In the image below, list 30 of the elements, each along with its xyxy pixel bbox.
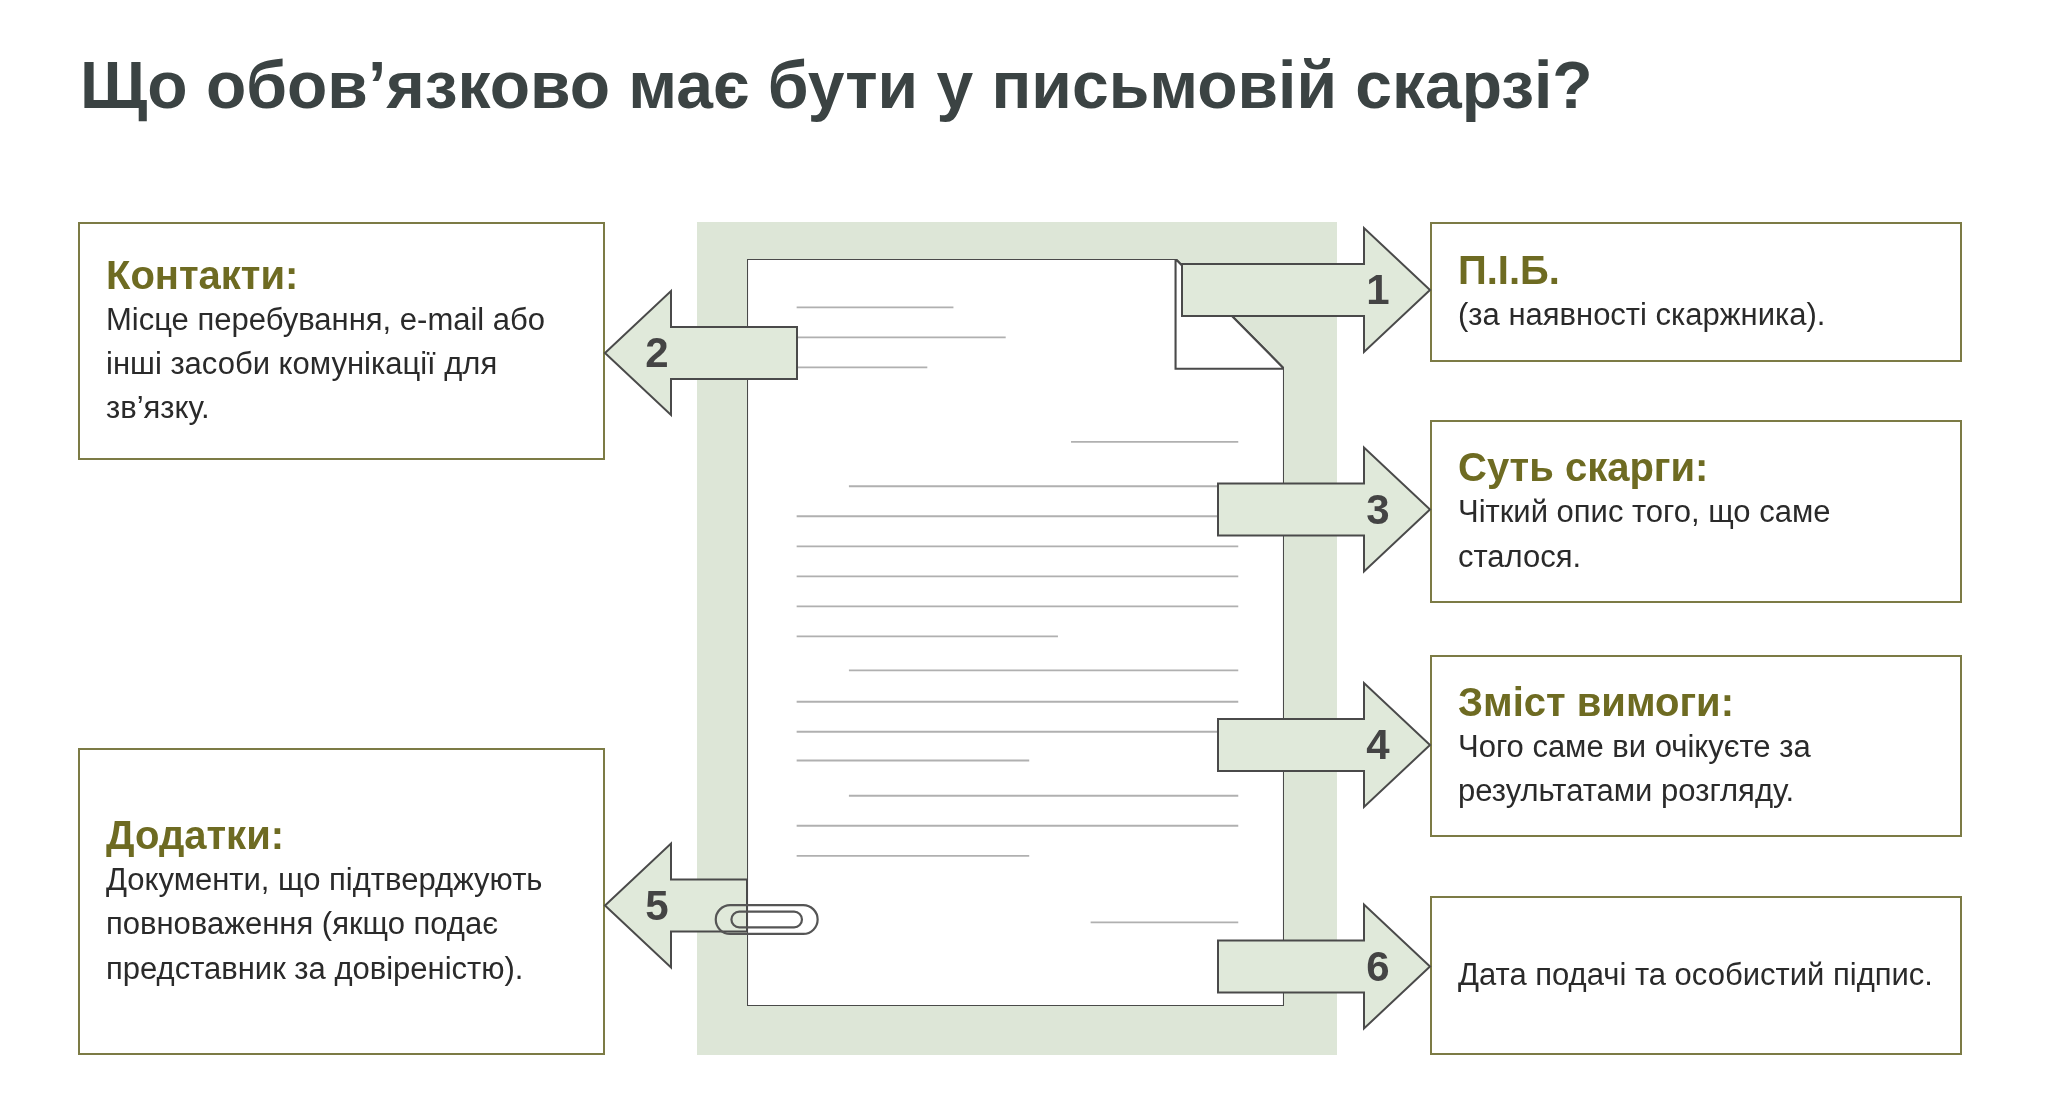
text-box: [1430, 655, 1962, 837]
step-number: 4: [1366, 724, 1390, 766]
box-heading: Зміст вимоги:: [1458, 679, 1735, 725]
box-heading: Контакти:: [106, 251, 300, 298]
document-drawing: [747, 259, 1284, 1006]
box-heading: П.І.Б.: [1458, 247, 1561, 293]
box-text: Чіткий опис того, що саме сталося.: [1458, 493, 1832, 576]
step-number: 1: [1366, 269, 1390, 311]
box-text: Місце перебування, e-mail або інші засоби комунікації для зв’язку.: [106, 300, 547, 427]
block-arrow: [1181, 225, 1432, 355]
step-number: 2: [645, 332, 669, 374]
block-arrow: [603, 288, 798, 418]
block-arrow: [1217, 902, 1432, 1031]
text-box: [78, 748, 605, 1055]
text-box: [78, 222, 605, 460]
text-box: [1430, 420, 1962, 603]
box-text: Дата подачі та особистий підпис.: [1458, 956, 1934, 995]
box-text: (за наявності скаржника).: [1458, 296, 1827, 334]
block-arrow: [603, 841, 748, 970]
text-box: [1430, 896, 1962, 1055]
step-number: 5: [645, 884, 669, 927]
box-heading: Суть скарги:: [1458, 444, 1710, 491]
block-arrow: [1217, 680, 1432, 810]
box-heading: Додатки:: [106, 812, 286, 859]
box-text: Чого саме ви очікуєте за результатами розгляду.: [1458, 728, 1812, 810]
text-box: [1430, 222, 1962, 362]
step-number: 3: [1366, 488, 1390, 531]
block-arrow: [1217, 445, 1432, 574]
step-number: 6: [1366, 945, 1390, 988]
box-text: Документи, що підтверджують повноваження (якщо подає представник за довіреністю).: [106, 861, 544, 988]
